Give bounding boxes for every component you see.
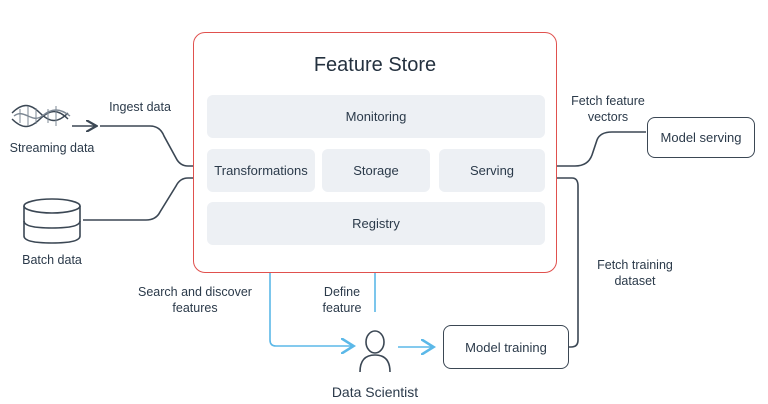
define-feature-label: Define feature [322, 285, 362, 315]
model-training-box: Model training [443, 325, 569, 369]
streaming-data-icon [11, 104, 71, 128]
search-discover-label: Search and discover features [138, 285, 252, 315]
data-scientist-label: Data Scientist [331, 384, 419, 400]
batch-database-icon [23, 198, 81, 244]
transformations-block: Transformations [207, 149, 315, 192]
serving-line [557, 131, 646, 167]
ingest-line [100, 125, 193, 167]
batch-data-label: Batch data [22, 253, 82, 267]
serving-block: Serving [439, 149, 545, 192]
monitoring-block: Monitoring [207, 95, 545, 138]
data-scientist-icon [359, 330, 391, 373]
fetch-training-dataset-label: Fetch training dataset [597, 258, 673, 288]
feature-store-title: Feature Store [313, 54, 437, 76]
model-serving-box: Model serving [647, 117, 755, 158]
ingest-data-label: Ingest data [109, 100, 171, 114]
streaming-data-label: Streaming data [9, 141, 95, 155]
training-dataset-line [557, 177, 579, 348]
registry-block: Registry [207, 202, 545, 245]
batch-line [83, 177, 193, 221]
fetch-feature-vectors-label: Fetch feature vectors [571, 94, 645, 124]
search-arrow [269, 252, 352, 346]
storage-block: Storage [322, 149, 430, 192]
